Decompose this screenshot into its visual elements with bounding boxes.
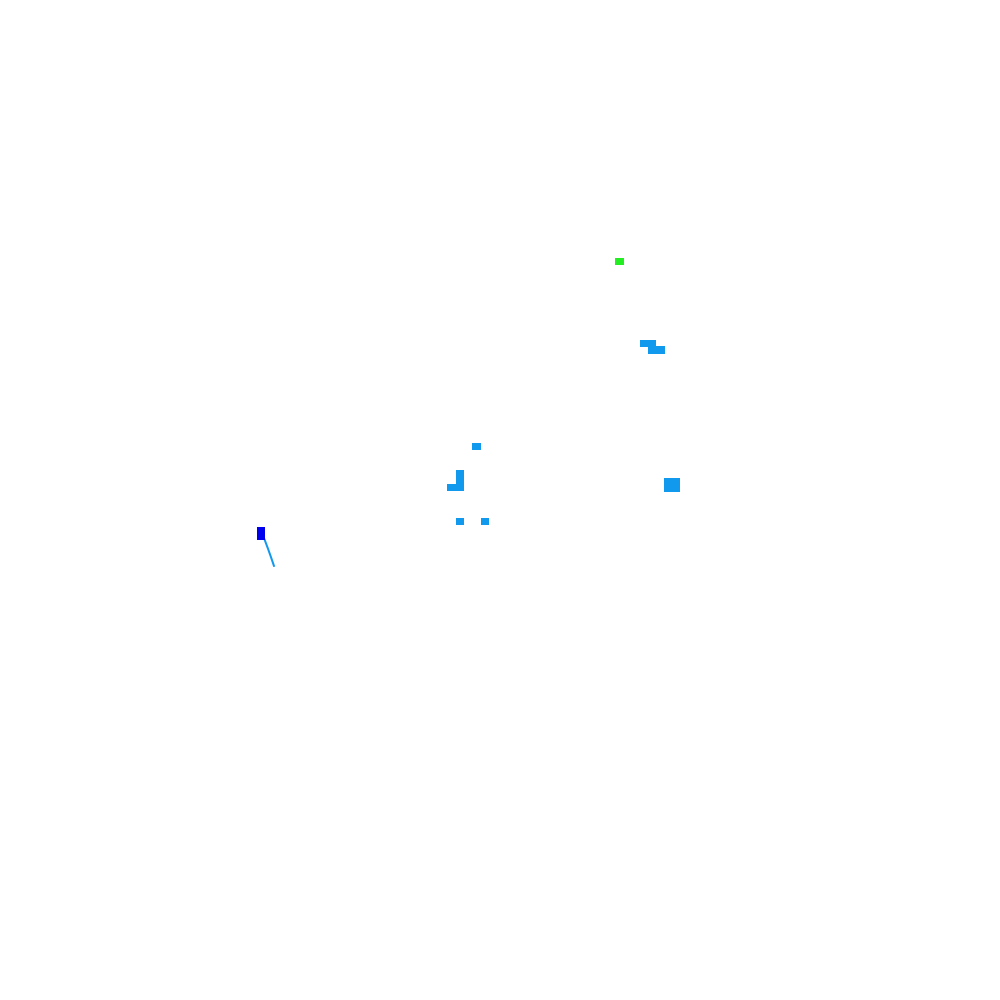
blue-block [456,470,464,491]
blue-block [648,346,665,354]
green-marker [615,258,624,265]
blue-block [447,484,464,491]
blue-block [456,518,464,525]
blue-block [664,478,680,492]
blue-block [481,518,489,525]
blue-block [472,443,481,450]
player-sprite[interactable] [257,527,265,540]
blue-block [640,340,656,347]
